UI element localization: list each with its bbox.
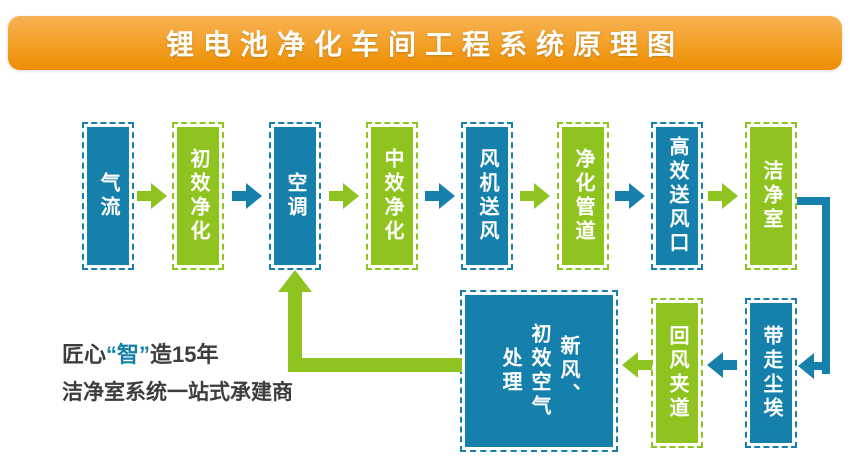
arrow-right-icon [137,183,167,209]
connector-line [288,358,462,372]
flow-node-label: 洁净室 [760,160,782,232]
flow-node-box: 新风、 初效空气 处理 [465,295,613,447]
arrow-head [246,183,262,209]
flow-node-cleanroom: 洁净室 [745,122,797,270]
flow-node-label: 中效净化 [381,148,403,244]
arrow-head [343,183,359,209]
title-banner: 锂电池净化车间工程系统原理图 [8,16,842,70]
flow-node-hepa-outlet: 高效送风口 [651,122,703,270]
flow-node-box: 高效送风口 [656,127,698,265]
flow-node-box: 气流 [87,127,129,265]
flow-node-label: 空调 [284,172,306,220]
flow-node-label: 气流 [97,172,119,220]
arrow-head [534,183,550,209]
connector-line [797,197,830,205]
flow-node-label: 风机送风 [476,148,498,244]
arrow-right-icon [232,183,262,209]
flow-node-purify-duct: 净化管道 [557,122,609,270]
arrow-head [278,270,312,292]
tagline-line1: 匠心“智”造15年 [62,340,293,370]
flow-node-dust-removal: 带走尘埃 [745,298,797,448]
flow-node-return-air-passage: 回风夹道 [651,298,703,448]
arrow-right-icon [520,183,550,209]
flow-node-box: 空调 [274,127,316,265]
arrow-left-icon [622,352,652,378]
flow-node-airflow: 气流 [82,122,134,270]
flow-node-box: 中效净化 [371,127,413,265]
flow-node-box: 初效净化 [177,127,219,265]
arrow-head [622,352,638,378]
tagline-line2: 洁净室系统一站式承建商 [62,381,293,404]
diagram-title: 锂电池净化车间工程系统原理图 [165,28,684,61]
flow-node-label: 回风夹道 [666,325,688,421]
arrow-head [439,183,455,209]
arrow-right-icon [425,183,455,209]
flow-node-air-conditioner: 空调 [269,122,321,270]
flow-node-label: 净化管道 [572,148,594,244]
arrow-head [151,183,167,209]
arrow-stem [520,191,536,201]
flow-node-box: 带走尘埃 [750,303,792,443]
arrow-stem [721,360,737,370]
flow-node-label-column: 初效空气 [528,323,550,419]
flow-node-label-column: 新风、 [557,335,579,407]
arrow-stem [708,191,724,201]
arrow-right-icon [329,183,359,209]
connector-line [288,290,302,372]
flow-node-box: 洁净室 [750,127,792,265]
flow-node-label-column: 处理 [499,347,521,395]
arrow-head [629,183,645,209]
tagline-part3: 造15年 [150,342,219,367]
arrow-right-icon [615,183,645,209]
flow-node-box: 风机送风 [466,127,508,265]
arrow-head [722,183,738,209]
arrow-left-icon [707,352,737,378]
flow-node-label: 高效送风口 [666,136,688,256]
arrow-head [798,353,814,379]
arrow-stem [137,191,153,201]
flow-node-box: 回风夹道 [656,303,698,443]
arrow-head [707,352,723,378]
flow-node-fan-supply: 风机送风 [461,122,513,270]
arrow-stem [615,191,631,201]
arrow-stem [636,360,652,370]
arrow-right-icon [708,183,738,209]
tagline: 匠心“智”造15年 洁净室系统一站式承建商 [62,340,293,408]
connector-line [810,362,830,370]
flow-node-box: 净化管道 [562,127,604,265]
arrow-stem [232,191,248,201]
flow-node-label: 带走尘埃 [760,325,782,421]
connector-line [822,197,830,374]
arrow-stem [329,191,345,201]
flow-node-label: 初效净化 [187,148,209,244]
arrow-stem [425,191,441,201]
flow-node-fresh-air-treatment: 新风、 初效空气 处理 [460,290,618,452]
flow-node-medium-filter: 中效净化 [366,122,418,270]
tagline-highlight: “智” [106,342,151,367]
tagline-part1: 匠心 [62,342,107,367]
flow-node-primary-filter: 初效净化 [172,122,224,270]
